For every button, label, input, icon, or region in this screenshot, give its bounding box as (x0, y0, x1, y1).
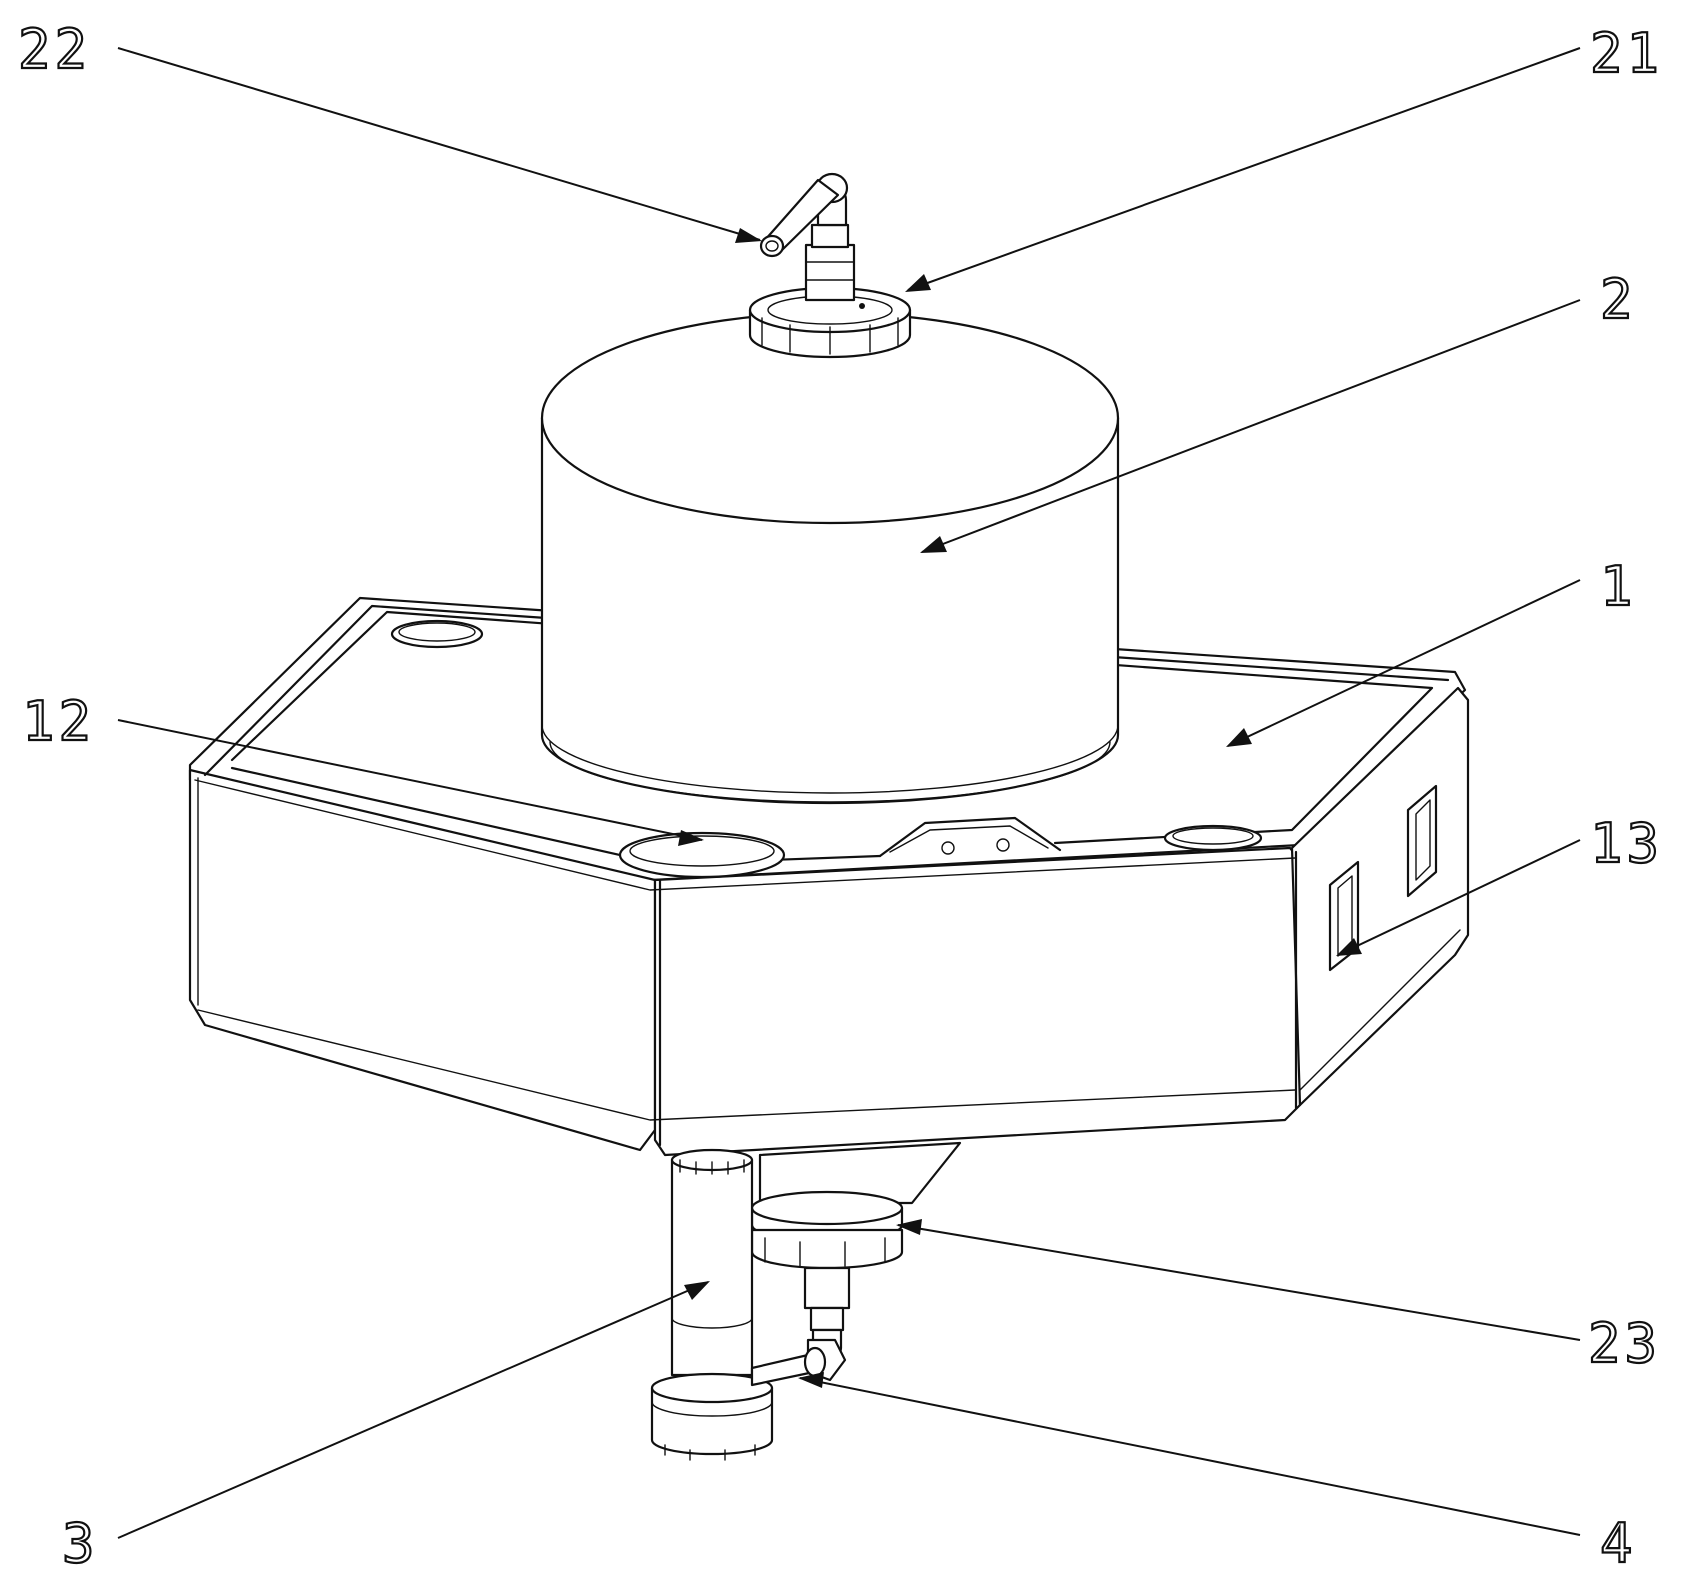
cylinder-tank (540, 311, 1120, 805)
callout-23: 23 (1588, 1312, 1661, 1375)
top-cap (748, 286, 912, 359)
callout-21: 21 (1590, 22, 1663, 85)
hole-right (1163, 824, 1263, 852)
callout-4: 4 (1600, 1512, 1637, 1575)
bottom-outlet (750, 1141, 962, 1360)
side-window-2 (1406, 784, 1438, 898)
callout-labels: 22 21 2 1 12 13 23 3 4 (17, 17, 1663, 1576)
callout-1: 1 (1600, 555, 1637, 618)
leader-lines (117, 47, 1581, 1539)
hole-back-left (390, 619, 484, 649)
callout-22: 22 (18, 18, 91, 81)
callout-13: 13 (1590, 812, 1663, 875)
top-fitting (759, 172, 856, 302)
callout-12: 12 (22, 690, 95, 753)
callout-3: 3 (62, 1512, 99, 1575)
hole-front (618, 831, 786, 879)
pump (650, 1148, 774, 1461)
connecting-tube (750, 1338, 847, 1387)
callout-2: 2 (1600, 268, 1637, 331)
